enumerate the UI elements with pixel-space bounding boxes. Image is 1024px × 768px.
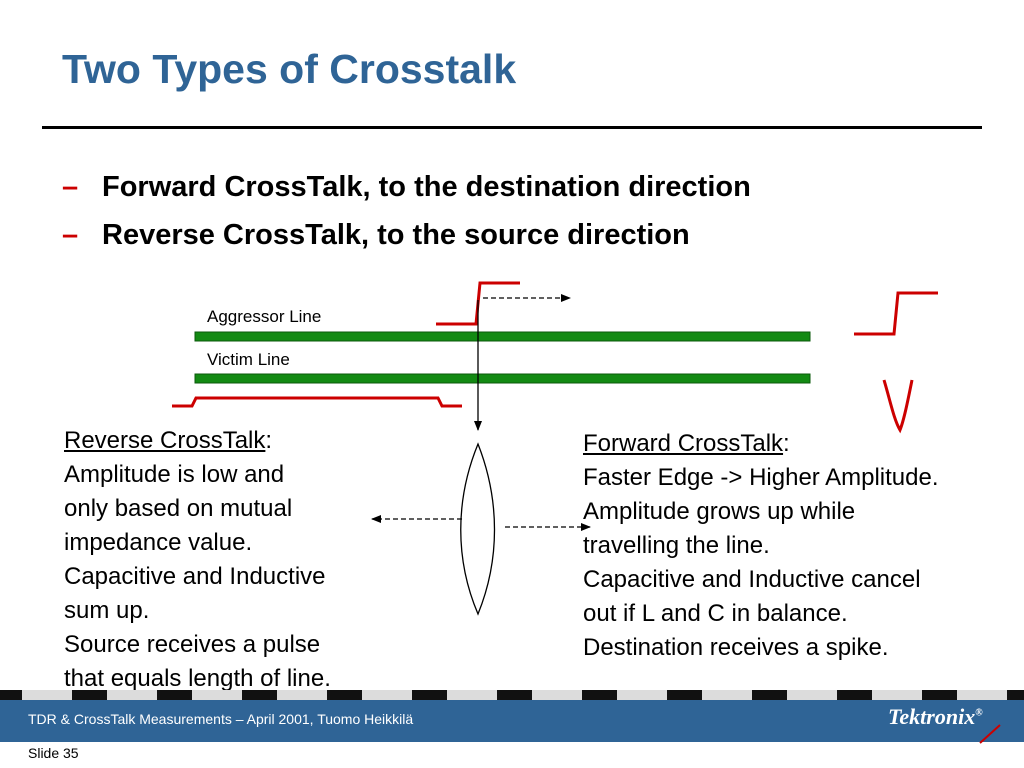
reverse-pulse-signal [172, 396, 462, 408]
forward-crosstalk-description: Forward CrossTalk: Faster Edge -> Higher… [583, 427, 939, 665]
forward-heading-row: Forward CrossTalk: [583, 427, 939, 461]
logo-text: Tektronix [888, 704, 976, 729]
reverse-line: that equals length of line. [64, 665, 331, 692]
reverse-line: only based on mutual [64, 495, 293, 522]
footer-dash-strip [0, 690, 1024, 700]
logo-registered-mark: ® [975, 707, 983, 719]
forward-heading: Forward CrossTalk [583, 430, 784, 457]
reverse-heading: Reverse CrossTalk [64, 427, 266, 454]
coupling-lens [460, 442, 496, 616]
victim-line-label: Victim Line [207, 350, 290, 369]
forward-line: out if L and C in balance. [583, 600, 848, 627]
title-divider [42, 126, 982, 129]
aggressor-line-label: Aggressor Line [207, 307, 322, 326]
bullet-forward: – Forward CrossTalk, to the destination … [62, 163, 751, 211]
page-title: Two Types of Crosstalk [62, 46, 517, 92]
reverse-heading-colon: : [265, 427, 273, 454]
bullet-reverse: – Reverse CrossTalk, to the source direc… [62, 211, 751, 259]
forward-line: travelling the line. [583, 532, 770, 559]
footer-caption: TDR & CrossTalk Measurements – April 200… [28, 711, 414, 727]
aggressor-line [194, 331, 811, 342]
reverse-line: Source receives a pulse [64, 631, 321, 658]
bullet-dash: – [62, 171, 79, 203]
tektronix-logo: Tektronix® [888, 704, 983, 730]
reverse-heading-row: Reverse CrossTalk: [64, 424, 331, 458]
bullet-list: – Forward CrossTalk, to the destination … [62, 163, 751, 259]
aggressor-step-signal [436, 281, 520, 326]
slide-number: Slide 35 [28, 745, 79, 761]
reverse-line: impedance value. [64, 529, 253, 556]
forward-spike-signal [882, 379, 914, 434]
forward-heading-colon: : [783, 430, 790, 457]
forward-line: Destination receives a spike. [583, 634, 889, 661]
reverse-crosstalk-description: Reverse CrossTalk: Amplitude is low and … [64, 424, 331, 696]
forward-line: Amplitude grows up while [583, 498, 856, 525]
logo-slash-icon [979, 724, 1001, 744]
victim-line [194, 373, 811, 384]
forward-line: Capacitive and Inductive cancel [583, 566, 921, 593]
bullet-reverse-text: Reverse CrossTalk, to the source directi… [102, 219, 690, 251]
reverse-line: Amplitude is low and [64, 461, 285, 488]
reverse-line: Capacitive and Inductive [64, 563, 326, 590]
bullet-dash: – [62, 219, 79, 251]
forward-line: Faster Edge -> Higher Amplitude. [583, 464, 939, 491]
reverse-line: sum up. [64, 597, 150, 624]
destination-step-signal [854, 291, 938, 336]
bullet-forward-text: Forward CrossTalk, to the destination di… [102, 171, 751, 203]
